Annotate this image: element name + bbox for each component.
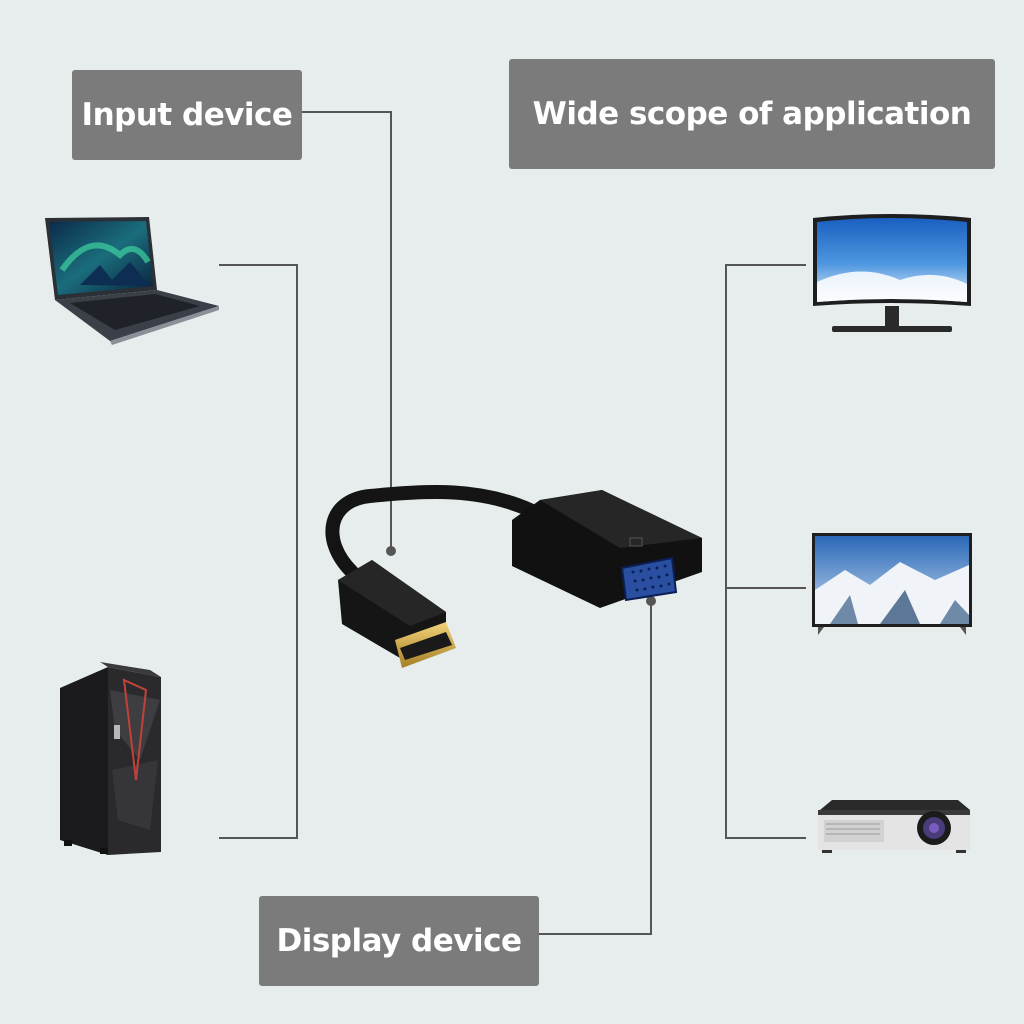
vga-port [620,556,678,602]
input-bracket-line [219,264,298,839]
input-callout-dot [386,546,396,556]
desktop-tower-icon [60,662,161,855]
displayport-to-vga-adapter-icon [325,484,702,668]
output-bracket-line [725,264,806,839]
projector-icon [818,800,970,853]
television-icon [812,533,972,635]
laptop-icon [45,217,219,345]
input-device-label: Input device [72,70,302,160]
wide-scope-label: Wide scope of application [509,59,995,169]
monitor-icon [813,214,971,332]
connector-lines [219,111,806,935]
display-device-label: Display device [259,896,539,986]
display-callout-line [539,601,652,935]
input-callout-line [302,111,392,551]
display-callout-dot [646,596,656,606]
adapter-cable [325,484,537,579]
